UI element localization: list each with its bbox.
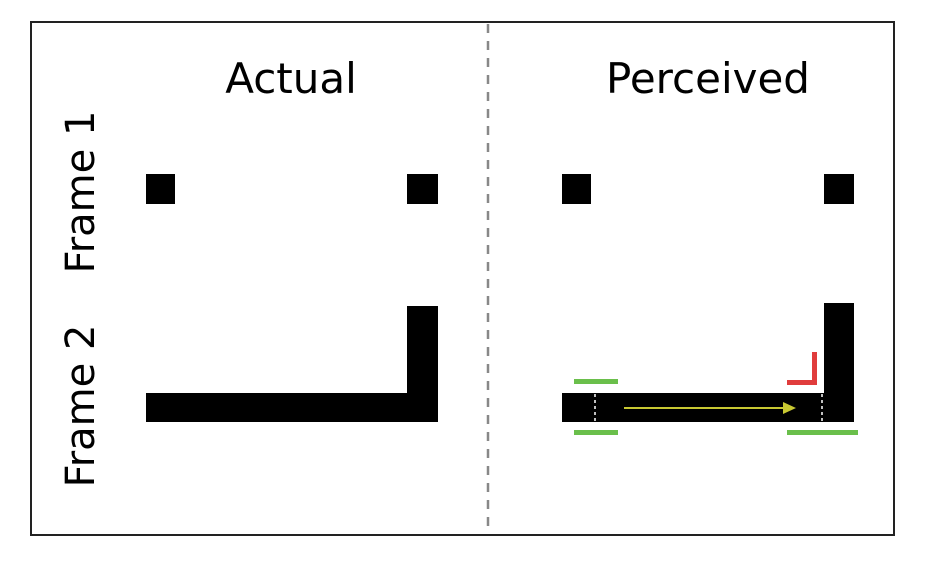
row-label-frame-2: Frame 2 xyxy=(58,325,104,488)
row-label-frame-1: Frame 1 xyxy=(58,111,104,274)
red-corner-marker-horizontal xyxy=(787,380,817,385)
perceived-frame2-vertical-bar xyxy=(824,303,854,422)
actual-frame1-right-square xyxy=(407,174,438,204)
outer-border xyxy=(30,21,895,536)
perceived-frame1-right-square xyxy=(824,174,854,204)
motion-arrow-head xyxy=(783,402,796,414)
actual-frame1-left-square xyxy=(146,174,175,204)
perceived-panel xyxy=(562,174,858,435)
actual-frame2-vertical-bar xyxy=(407,306,438,422)
perceived-frame1-left-square xyxy=(562,174,591,204)
green-marker-left-top xyxy=(574,379,618,384)
actual-frame2-horizontal-bar xyxy=(146,393,438,422)
green-marker-right-bottom xyxy=(787,430,858,435)
actual-panel xyxy=(146,174,438,422)
red-corner-marker-vertical xyxy=(812,352,817,385)
heading-perceived: Perceived xyxy=(606,54,810,103)
heading-actual: Actual xyxy=(225,54,357,103)
green-marker-left-bottom xyxy=(574,430,618,435)
